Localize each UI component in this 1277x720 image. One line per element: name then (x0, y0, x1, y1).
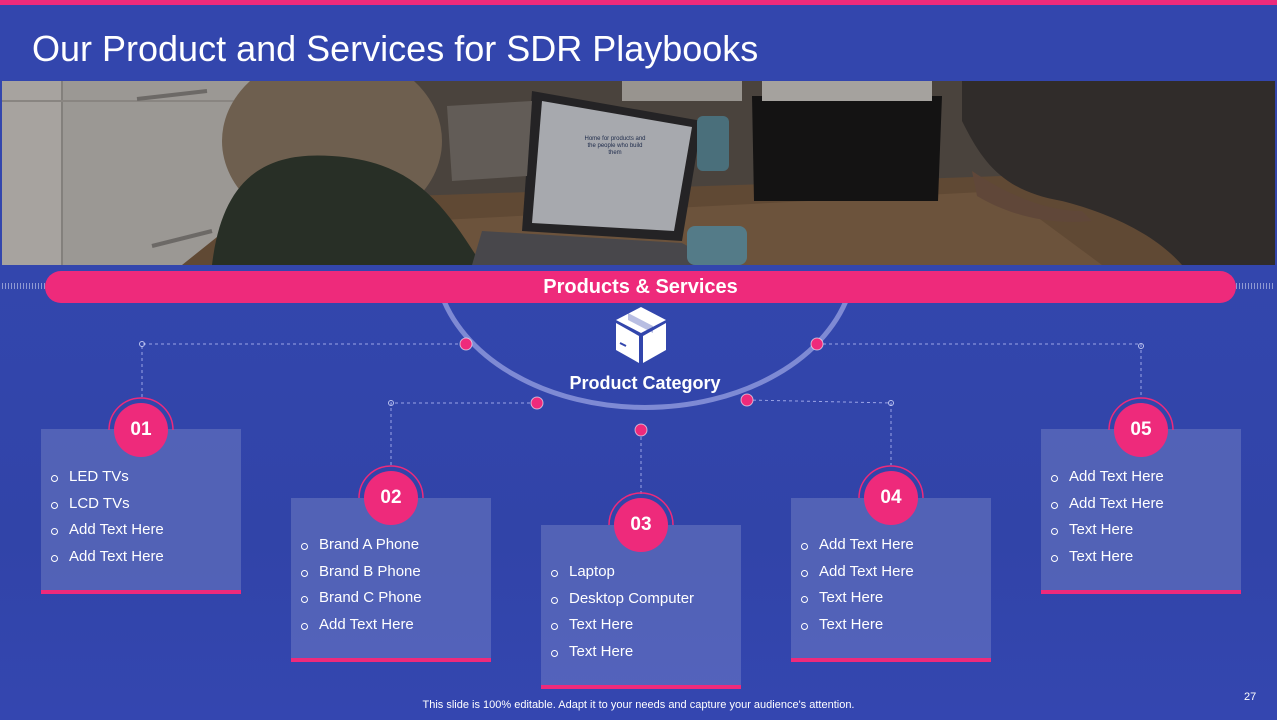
badge-number: 03 (614, 498, 668, 552)
list-item-text: Add Text Here (319, 615, 414, 633)
list-item-text: Text Here (569, 642, 634, 660)
category-card-04: Add Text Here Add Text Here Text Here Te… (791, 498, 991, 662)
laptop-screen-text: Home for products and the people who bui… (584, 136, 646, 156)
list-item: Text Here (1051, 517, 1164, 544)
badge-arc (608, 492, 674, 526)
list-item-text: Laptop (569, 563, 615, 580)
card-list: LED TVs LCD TVs Add Text Here Add Text H… (51, 464, 164, 570)
circle-bullet-icon (551, 596, 558, 604)
badge-04: 04 (856, 463, 926, 525)
circle-bullet-icon (301, 622, 308, 630)
list-item-text: Add Text Here (1069, 468, 1164, 485)
circle-bullet-icon (51, 528, 58, 535)
circle-bullet-icon (1051, 554, 1058, 562)
badge-number: 01 (114, 403, 168, 457)
top-accent-strip (0, 0, 1277, 5)
list-item: Brand C Phone (301, 585, 422, 612)
badge-01: 01 (106, 395, 176, 457)
list-item: LCD TVs (51, 491, 164, 518)
badge-number: 04 (864, 471, 918, 525)
badge-number: 02 (364, 471, 418, 525)
list-item: Add Text Here (1051, 464, 1164, 491)
circle-bullet-icon (301, 569, 308, 577)
list-item: Add Text Here (51, 544, 164, 571)
badge-03: 03 (606, 490, 676, 552)
badge-arc (358, 465, 424, 499)
team-photo-illustration (2, 81, 1275, 265)
list-item: Add Text Here (801, 532, 914, 559)
list-item-text: Desktop Computer (569, 589, 695, 607)
list-item: Brand B Phone (301, 559, 422, 586)
list-item-text: Text Here (819, 589, 884, 606)
list-item-text: Text Here (569, 616, 634, 633)
circle-bullet-icon (801, 622, 808, 630)
circle-bullet-icon (51, 554, 58, 562)
list-item: Add Text Here (801, 559, 914, 586)
card-list: Add Text Here Add Text Here Text Here Te… (801, 532, 914, 638)
circle-bullet-icon (301, 596, 308, 603)
circle-bullet-icon (1051, 528, 1058, 535)
cube-box-icon (616, 307, 666, 363)
list-item: Add Text Here (51, 517, 164, 544)
badge-02: 02 (356, 463, 426, 525)
list-item: Desktop Computer (551, 586, 694, 613)
circle-bullet-icon (1051, 501, 1058, 509)
card-list: Add Text Here Add Text Here Text Here Te… (1051, 464, 1164, 570)
circle-bullet-icon (301, 543, 308, 550)
product-category-label: Product Category (569, 373, 721, 393)
list-item-text: Add Text Here (819, 562, 914, 580)
list-item-text: LCD TVs (69, 494, 130, 512)
list-item: Text Here (801, 585, 914, 612)
badge-arc (108, 397, 174, 431)
list-item: Text Here (801, 612, 914, 639)
circle-bullet-icon (551, 649, 558, 657)
products-services-banner: Products & Services (45, 271, 1236, 303)
list-item: Laptop (551, 559, 694, 586)
list-item: Brand A Phone (301, 532, 422, 559)
badge-05: 05 (1106, 395, 1176, 457)
circle-bullet-icon (801, 543, 808, 550)
circle-bullet-icon (1051, 475, 1058, 482)
list-item: Text Here (1051, 544, 1164, 571)
list-item-text: Brand A Phone (319, 536, 420, 553)
list-item-text: Add Text Here (69, 521, 164, 538)
badge-number: 05 (1114, 403, 1168, 457)
list-item: Text Here (551, 639, 694, 666)
list-item: Add Text Here (301, 612, 422, 639)
list-item-text: Text Here (1069, 547, 1134, 565)
category-card-02: Brand A Phone Brand B Phone Brand C Phon… (291, 498, 491, 662)
list-item: LED TVs (51, 464, 164, 491)
list-item-text: Text Here (1069, 521, 1134, 538)
circle-bullet-icon (801, 596, 808, 603)
team-photo: Home for products and the people who bui… (2, 81, 1275, 265)
list-item: Add Text Here (1051, 491, 1164, 518)
page-number: 27 (1244, 691, 1257, 703)
dotted-rule-left (2, 283, 46, 289)
list-item-text: Brand B Phone (319, 562, 421, 580)
footer-note: This slide is 100% editable. Adapt it to… (422, 699, 855, 711)
dotted-rule-right (1236, 283, 1275, 289)
list-item-text: Brand C Phone (319, 589, 422, 606)
list-item-text: LED TVs (69, 468, 129, 485)
list-item-text: Add Text Here (819, 536, 914, 553)
list-item-text: Text Here (819, 615, 884, 633)
circle-bullet-icon (551, 623, 558, 630)
slide-title: Our Product and Services for SDR Playboo… (32, 28, 759, 69)
list-item-text: Add Text Here (1069, 494, 1164, 512)
circle-bullet-icon (51, 501, 58, 509)
card-list: Brand A Phone Brand B Phone Brand C Phon… (301, 532, 422, 638)
circle-bullet-icon (801, 569, 808, 577)
category-card-03: Laptop Desktop Computer Text Here Text H… (541, 525, 741, 689)
badge-arc (858, 465, 924, 499)
circle-bullet-icon (551, 570, 558, 577)
circle-bullet-icon (51, 475, 58, 482)
list-item: Text Here (551, 612, 694, 639)
badge-arc (1108, 397, 1174, 431)
card-list: Laptop Desktop Computer Text Here Text H… (551, 559, 694, 665)
banner-label: Products & Services (543, 275, 738, 298)
list-item-text: Add Text Here (69, 547, 164, 565)
title-bar (0, 5, 1277, 81)
